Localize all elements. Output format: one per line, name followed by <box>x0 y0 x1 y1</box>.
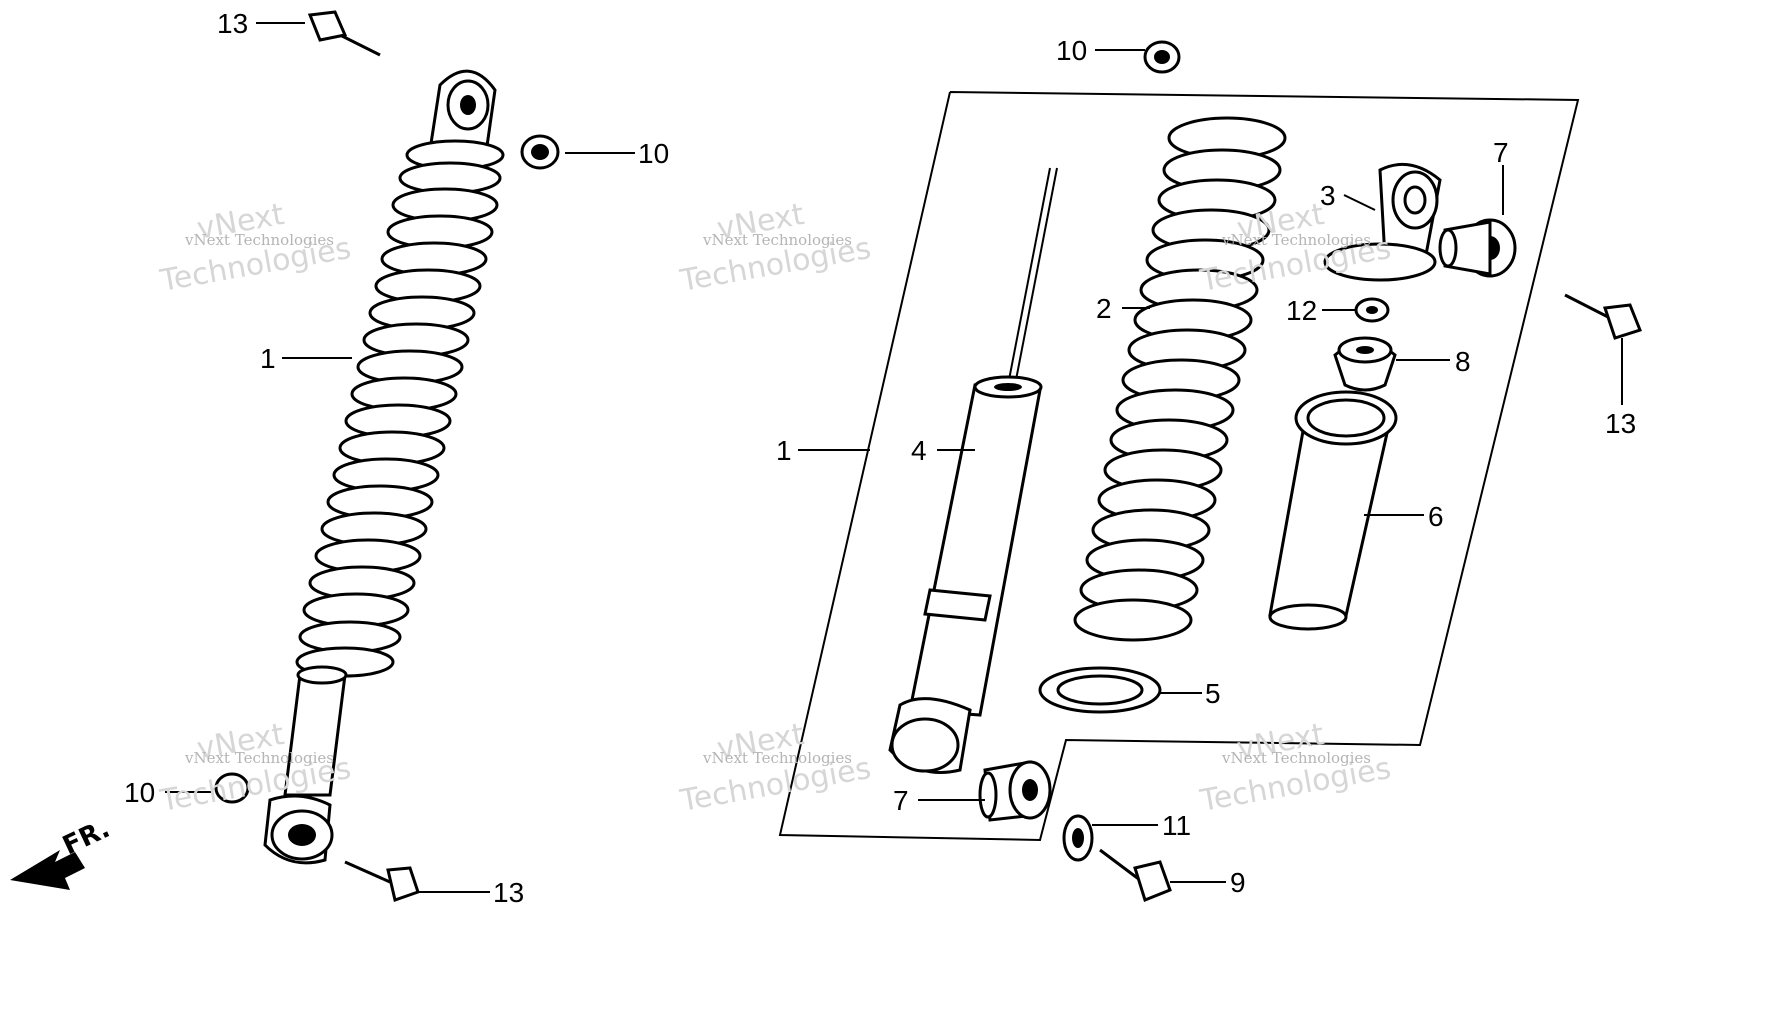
damper-unit <box>888 167 1058 774</box>
bushing-7-bottom <box>978 760 1052 822</box>
assembled-damper-body <box>283 665 348 797</box>
callout-7-bottom: 7 <box>893 785 909 816</box>
bottom-mount-eye <box>263 794 334 865</box>
coil-spring <box>1073 116 1287 642</box>
washer-11 <box>1062 814 1094 862</box>
callout-13-top-left: 13 <box>217 8 248 39</box>
callout-4: 4 <box>911 435 927 466</box>
spring-seat <box>1038 666 1162 714</box>
callout-13-right: 13 <box>1605 408 1636 439</box>
front-direction-arrow: FR. <box>10 814 115 890</box>
callout-9: 9 <box>1230 867 1246 898</box>
callout-1-left: 1 <box>260 343 276 374</box>
watermark-caption: vNext Technologies <box>1221 231 1371 249</box>
exploded-parts-frame <box>778 91 1580 842</box>
assembled-shock-absorber <box>263 69 505 865</box>
callout-1-box: 1 <box>776 435 792 466</box>
watermark-caption: vNext Technologies <box>184 231 334 249</box>
bolt-9 <box>1099 848 1172 902</box>
callout-10-bottom-left: 10 <box>124 777 155 808</box>
leader-lines <box>165 22 1623 893</box>
assembled-coil-spring <box>295 139 505 678</box>
callout-5: 5 <box>1205 678 1221 709</box>
nut-10-top-left <box>520 134 560 170</box>
callout-6: 6 <box>1428 501 1444 532</box>
callout-7-top: 7 <box>1493 137 1509 168</box>
bolt-13-top-left <box>307 10 381 57</box>
callout-12: 12 <box>1286 295 1317 326</box>
dust-cover <box>1268 390 1398 631</box>
callout-10-top-left: 10 <box>638 138 669 169</box>
watermark-caption: vNext Technologies <box>1221 749 1371 767</box>
callout-3: 3 <box>1320 180 1336 211</box>
bolt-13-right <box>1564 293 1642 340</box>
callout-13-bottom-left: 13 <box>493 877 524 908</box>
watermark-caption: vNext Technologies <box>702 231 852 249</box>
watermark-caption: vNext Technologies <box>702 749 852 767</box>
nut-10-top-center <box>1143 40 1181 74</box>
nut-10-bottom-left <box>214 772 250 804</box>
stopper-rubber <box>1333 336 1397 392</box>
front-direction-label: FR. <box>58 814 114 862</box>
callout-8: 8 <box>1455 346 1471 377</box>
callout-labels: 13 10 1 10 13 10 1 4 2 3 7 12 8 13 6 5 7… <box>124 8 1636 908</box>
bolt-13-bottom-left <box>344 860 420 902</box>
watermark-caption: vNext Technologies <box>184 749 334 767</box>
bushing-7-top <box>1438 218 1517 278</box>
top-mount-eye <box>428 69 497 162</box>
callout-2: 2 <box>1096 293 1112 324</box>
callout-10-top-center: 10 <box>1056 35 1087 66</box>
upper-joint <box>1323 162 1442 282</box>
callout-11: 11 <box>1162 810 1191 841</box>
nut-12 <box>1354 297 1390 323</box>
